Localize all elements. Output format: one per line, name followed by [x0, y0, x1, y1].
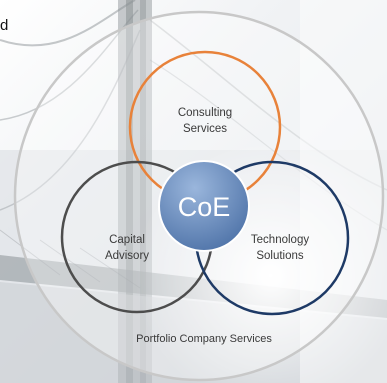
technology-label-line-1: Technology	[251, 234, 309, 246]
consulting-label-line-2: Services	[183, 123, 227, 135]
consulting-label-line-1: Consulting	[178, 107, 232, 119]
coe-core-circle	[158, 160, 250, 252]
technology-label-line-2: Solutions	[256, 250, 304, 262]
capital-label-line-1: Capital	[109, 234, 145, 246]
portfolio-company-services-label: Portfolio Company Services	[136, 333, 272, 345]
capital-label-line-2: Advisory	[105, 250, 149, 262]
corner-text: d	[0, 17, 8, 34]
coe-label: CoE	[178, 192, 231, 222]
